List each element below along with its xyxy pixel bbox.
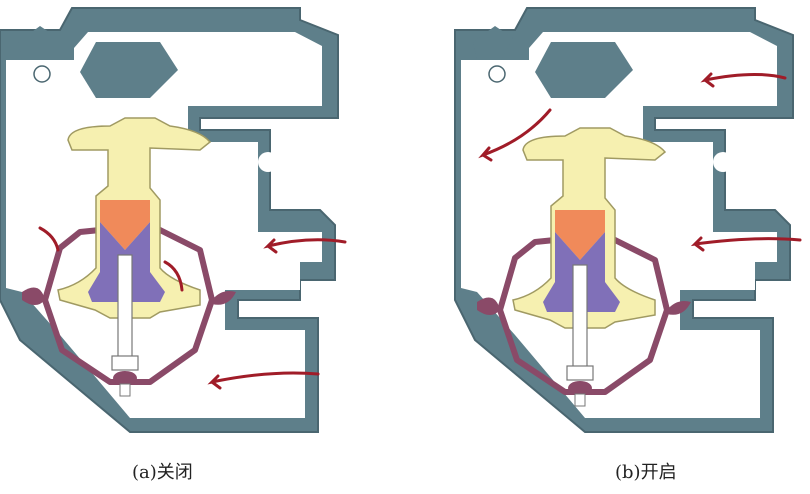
flow-arrow-a-0 bbox=[38, 226, 60, 252]
wax-orange-b bbox=[555, 210, 605, 260]
pin-tip-a bbox=[119, 383, 131, 397]
pin-nut-a bbox=[111, 355, 139, 371]
center-pin-a bbox=[117, 254, 133, 366]
flow-arrow-a-1 bbox=[163, 260, 184, 292]
pin-tip-b bbox=[574, 393, 586, 407]
flow-arrow-b-0 bbox=[700, 72, 787, 88]
center-pin-b bbox=[572, 264, 588, 376]
wax-orange-a bbox=[100, 200, 150, 250]
panel-b bbox=[454, 7, 802, 433]
valve-assembly-b bbox=[477, 127, 691, 407]
frame-lug-left-a bbox=[22, 287, 45, 305]
bottom-boss-b bbox=[568, 381, 592, 395]
frame-lug-left-b bbox=[477, 297, 500, 315]
valve-assembly-a bbox=[22, 117, 236, 397]
caption-closed: (a)关闭 bbox=[132, 462, 193, 483]
pin-nut-b bbox=[566, 365, 594, 381]
housing-b bbox=[454, 7, 794, 433]
flow-arrow-b-1 bbox=[478, 108, 552, 162]
flow-arrow-a-3 bbox=[207, 371, 320, 390]
flow-arrow-a-2 bbox=[263, 238, 347, 254]
bottom-boss-a bbox=[113, 371, 137, 385]
frame-lug-right-a bbox=[212, 291, 236, 305]
frame-lug-right-b bbox=[667, 301, 691, 315]
caption-open: (b)开启 bbox=[615, 462, 677, 483]
flow-arrow-b-2 bbox=[690, 236, 802, 252]
panel-a bbox=[0, 7, 347, 433]
